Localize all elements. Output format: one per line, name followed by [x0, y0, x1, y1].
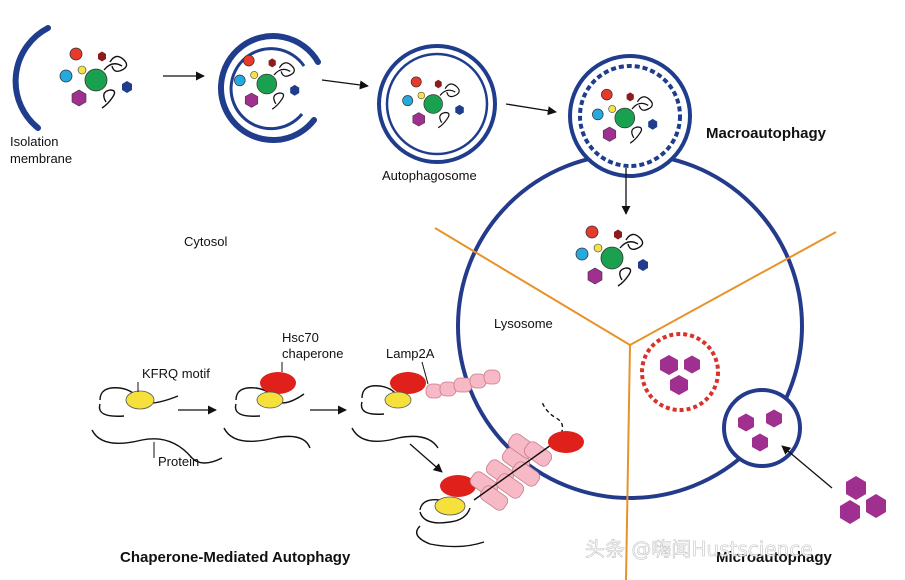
arrow-micro	[781, 445, 833, 489]
cma-protein-1	[91, 387, 223, 464]
arrow-step3	[505, 103, 557, 116]
autophagosome	[377, 44, 497, 164]
lysosome-cargo	[575, 225, 649, 287]
title-macroautophagy: Macroautophagy	[706, 125, 827, 142]
label-lysosome: Lysosome	[494, 316, 553, 331]
isolation-membrane	[12, 25, 133, 131]
arrow-cma3	[409, 443, 443, 473]
label-cytosol: Cytosol	[184, 234, 227, 249]
lysosome	[434, 152, 837, 580]
label-hsc70-2: chaperone	[282, 346, 343, 361]
title-microautophagy: Microautophagy	[716, 549, 832, 566]
label-hsc70-1: Hsc70	[282, 330, 319, 345]
arrow-step2	[321, 79, 369, 90]
label-isolation-1: Isolation	[10, 134, 58, 149]
fusing-autophagosome	[568, 54, 692, 178]
title-cma: Chaperone-Mediated Autophagy	[120, 549, 351, 566]
label-lamp2a: Lamp2A	[386, 346, 435, 361]
cma-protein-3	[351, 369, 501, 449]
watermark: 头条 @嗨闻Hustscience	[585, 537, 813, 561]
label-protein: Protein	[158, 454, 199, 469]
label-kfrq: KFRQ motif	[142, 366, 210, 381]
cma-protein-2	[223, 372, 311, 449]
label-autophagosome: Autophagosome	[382, 168, 477, 183]
free-cargo-hexagons	[840, 476, 886, 524]
microautophagy-invagination	[722, 388, 802, 468]
micro-vesicle	[640, 332, 720, 412]
label-isolation-2: membrane	[10, 151, 72, 166]
phagophore	[217, 33, 321, 144]
cma-translocation	[416, 401, 584, 548]
